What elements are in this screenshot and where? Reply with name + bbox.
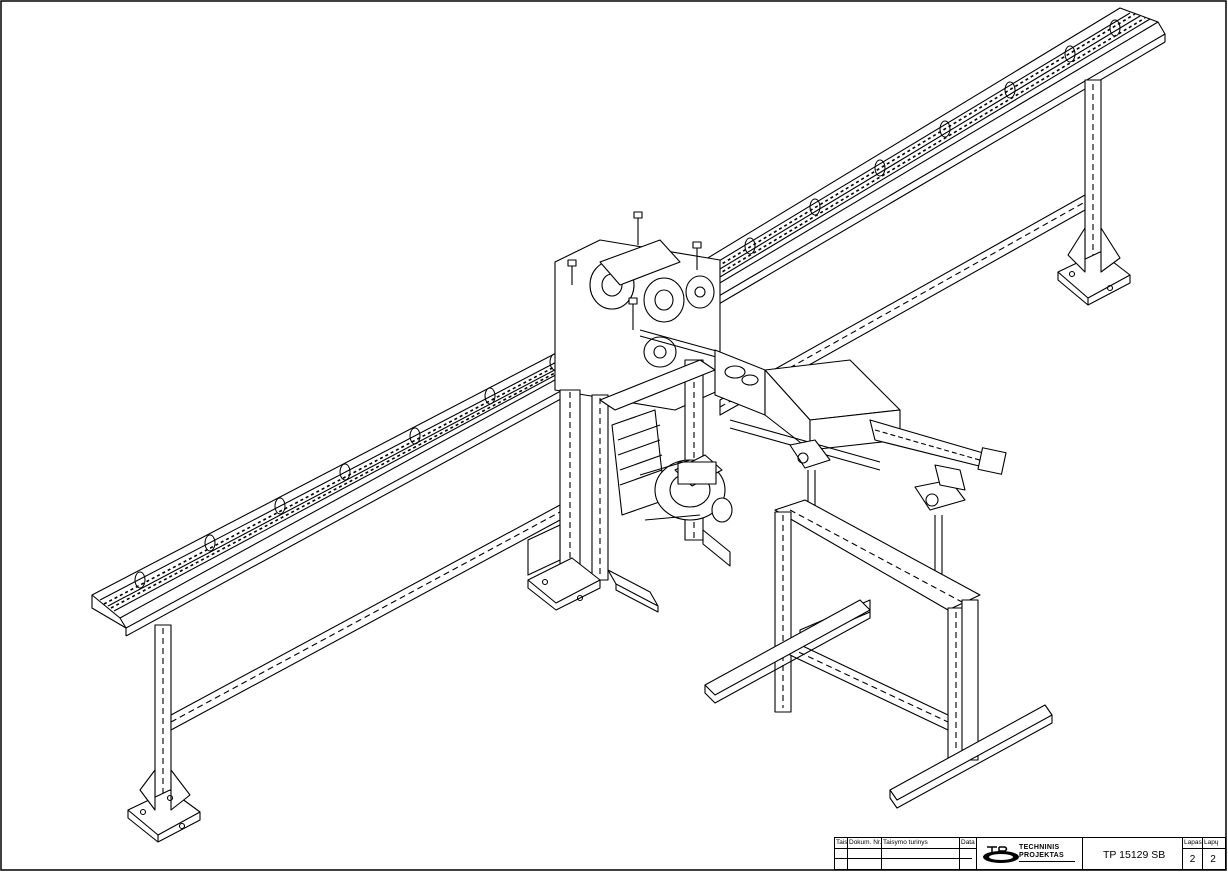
- title-block: Tais. Dokum. Nr. Taisymo turinys Data TE…: [834, 837, 1226, 870]
- gear-motor: [611, 409, 733, 523]
- lapas-cell: Lapas 2: [1183, 838, 1203, 869]
- lapas-value: 2: [1189, 854, 1196, 865]
- col-dokum: Dokum. Nr.: [848, 838, 882, 869]
- lapu-value: 2: [1210, 854, 1216, 865]
- support-stand: [704, 470, 1053, 809]
- central-drive-frame: [527, 211, 731, 613]
- right-cross-rail: [719, 194, 1086, 416]
- col-data-label: Data: [960, 838, 976, 849]
- logo-underline: [1019, 861, 1075, 862]
- col-tais: Tais.: [835, 838, 848, 869]
- lapu-label: Lapų: [1203, 838, 1225, 849]
- far-right-leg: [1057, 79, 1131, 306]
- col-taisymo: Taisymo turinys: [882, 838, 960, 869]
- drawing-code: TP 15129 SB: [1103, 849, 1166, 861]
- company-name-line1: TECHNINIS: [1019, 844, 1060, 851]
- company-logo-icon: [983, 846, 1019, 863]
- col-dokum-label: Dokum. Nr.: [848, 838, 881, 849]
- lapas-label: Lapas: [1183, 838, 1202, 849]
- pusher-arm: [639, 329, 1007, 511]
- left-conveyor: [91, 324, 637, 637]
- lapu-cell: Lapų 2: [1203, 838, 1225, 869]
- drawing-code-cell: TP 15129 SB: [1083, 838, 1183, 869]
- row-divider: [835, 858, 972, 859]
- col-tais-label: Tais.: [835, 838, 847, 849]
- company-logo: TECHNINIS PROJEKTAS: [977, 838, 1083, 869]
- company-name-line2: PROJEKTAS: [1019, 852, 1064, 859]
- far-left-leg: [127, 624, 201, 843]
- col-data: Data: [960, 838, 977, 869]
- col-taisymo-label: Taisymo turinys: [882, 838, 959, 849]
